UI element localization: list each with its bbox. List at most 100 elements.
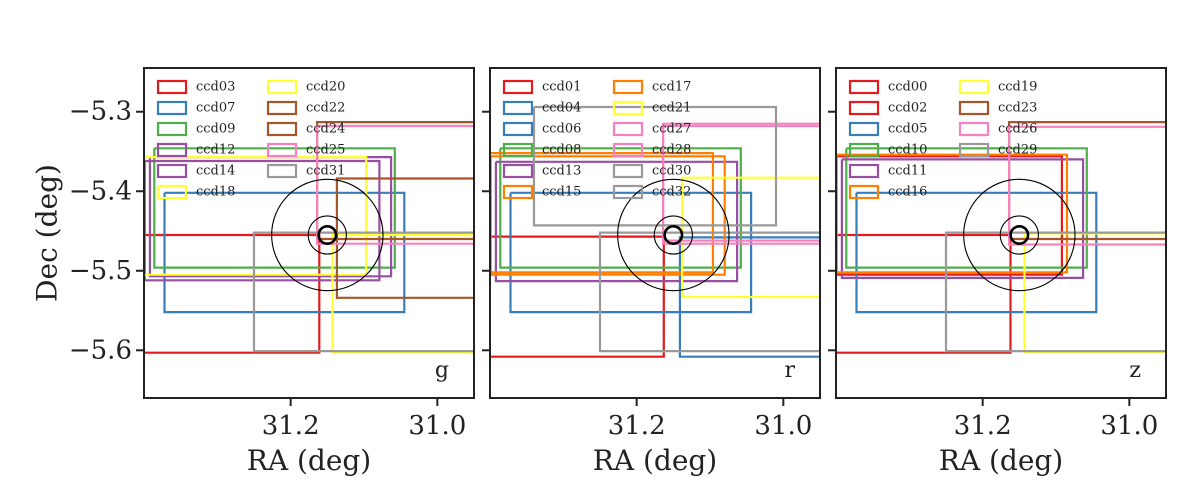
legend-label-ccd01: ccd01 <box>542 80 581 95</box>
legend-label-ccd04: ccd04 <box>542 101 581 116</box>
legend-swatch-ccd04 <box>502 100 534 116</box>
ccd-outline-ccd10 <box>845 147 1088 269</box>
legend-label-ccd05: ccd05 <box>888 122 927 137</box>
radius-circle-1 <box>963 178 1076 292</box>
ccd-outline-ccd20 <box>331 233 474 354</box>
ccd-outline-ccd09 <box>153 147 396 269</box>
legend-label-ccd06: ccd06 <box>542 122 581 137</box>
legend-swatch-ccd06 <box>502 121 534 137</box>
ccd-outline-ccd03 <box>144 233 321 354</box>
radius-circle-2 <box>653 215 693 255</box>
legend-label-ccd17: ccd17 <box>652 80 691 95</box>
legend-label-ccd03: ccd03 <box>196 80 235 95</box>
legend-label-ccd27: ccd27 <box>652 122 691 137</box>
ccd-outline-ccd24 <box>316 120 474 241</box>
legend-label-ccd02: ccd02 <box>888 101 927 116</box>
legend-swatch-ccd14 <box>156 163 188 179</box>
axes-frame-z <box>835 67 1167 399</box>
radius-circle-2 <box>999 215 1039 255</box>
legend-swatch-ccd23 <box>958 100 990 116</box>
axes-frame-g <box>143 67 475 399</box>
legend-label-ccd23: ccd23 <box>998 101 1037 116</box>
legend-swatch-ccd29 <box>958 142 990 158</box>
plot-area-g <box>144 120 474 354</box>
ccd-outline-ccd23 <box>1007 120 1166 241</box>
ccd-outline-ccd32 <box>532 105 778 227</box>
ccd-outline-ccd06 <box>509 191 753 314</box>
legend-swatch-ccd00 <box>848 79 880 95</box>
ccd-outline-ccd07 <box>163 191 406 314</box>
plot-area-r <box>490 105 820 358</box>
legend-swatch-ccd07 <box>156 100 188 116</box>
legend-label-ccd32: ccd32 <box>652 185 691 200</box>
radius-circle-3 <box>1009 224 1030 245</box>
legend-g: ccd03ccd07ccd09ccd12ccd14ccd18ccd20ccd22… <box>156 79 345 200</box>
legend-swatch-ccd20 <box>266 79 298 95</box>
legend-swatch-ccd08 <box>502 142 534 158</box>
y-tick-label: −5.5 <box>69 256 132 286</box>
legend-swatch-ccd02 <box>848 100 880 116</box>
legend-swatch-ccd32 <box>612 184 644 200</box>
legend-swatch-ccd15 <box>502 184 534 200</box>
ccd-outline-ccd19 <box>1023 232 1166 353</box>
legend-swatch-ccd27 <box>612 121 644 137</box>
y-tick-label: −5.3 <box>69 97 132 127</box>
ccd-outline-ccd11 <box>840 158 1085 279</box>
legend-swatch-ccd03 <box>156 79 188 95</box>
legend-swatch-ccd16 <box>848 184 880 200</box>
x-tick-label: 31.2 <box>262 411 320 441</box>
legend-label-ccd25: ccd25 <box>306 143 345 158</box>
legend-swatch-ccd05 <box>848 121 880 137</box>
x-tick-label: 31.2 <box>608 411 666 441</box>
legend-swatch-ccd28 <box>612 142 644 158</box>
radius-circle-2 <box>307 215 347 255</box>
legend-swatch-ccd30 <box>612 163 644 179</box>
ccd-outline-ccd29 <box>944 231 1166 353</box>
ccd-outline-ccd16 <box>836 153 1069 274</box>
legend-label-ccd20: ccd20 <box>306 80 345 95</box>
ccd-outline-ccd17 <box>490 152 715 274</box>
legend-swatch-ccd13 <box>502 163 534 179</box>
band-label-g: g <box>435 358 449 383</box>
radius-circle-1 <box>271 178 384 292</box>
x-tick-label: 31.0 <box>1100 411 1158 441</box>
legend-label-ccd21: ccd21 <box>652 101 691 116</box>
legend-swatch-ccd24 <box>266 121 298 137</box>
ccd-outline-ccd25 <box>316 124 474 245</box>
legend-label-ccd16: ccd16 <box>888 185 927 200</box>
ccd-outline-ccd13 <box>494 160 739 283</box>
legend-swatch-ccd10 <box>848 142 880 158</box>
legend-swatch-ccd25 <box>266 142 298 158</box>
legend-label-ccd29: ccd29 <box>998 143 1037 158</box>
legend-swatch-ccd26 <box>958 121 990 137</box>
legend-label-ccd15: ccd15 <box>542 185 581 200</box>
legend-label-ccd13: ccd13 <box>542 164 581 179</box>
legend-r: ccd01 ccd04 ccd06 ccd08 ccd13 ccd15 ccd17 ccd21… <box>502 80 691 200</box>
legend-label-ccd22: ccd22 <box>306 101 345 116</box>
x-axis-label: RA (deg) <box>593 444 717 477</box>
y-tick-label: −5.4 <box>69 176 132 206</box>
legend-label-ccd24: ccd24 <box>306 122 345 137</box>
legend-swatch-ccd09 <box>156 121 188 137</box>
ccd-outline-ccd00 <box>836 233 1012 354</box>
legend-label-ccd14: ccd14 <box>196 164 235 179</box>
legend-z: ccd00ccd02ccd05ccd10ccd11ccd16ccd19ccd23… <box>848 79 1037 200</box>
band-label-r: r <box>784 358 795 383</box>
legend-label-ccd11: ccd11 <box>888 164 927 179</box>
legend-label-ccd08: ccd08 <box>542 143 581 158</box>
x-axis-label: RA (deg) <box>939 444 1063 477</box>
x-tick-label: 31.0 <box>408 411 466 441</box>
legend-swatch-ccd19 <box>958 79 990 95</box>
legend-label-ccd19: ccd19 <box>998 80 1037 95</box>
legend-label-ccd28: ccd28 <box>652 143 691 158</box>
x-tick-label: 31.2 <box>954 411 1012 441</box>
legend-label-ccd07: ccd07 <box>196 101 235 116</box>
x-tick-label: 31.0 <box>754 411 812 441</box>
ccd-outline-ccd31 <box>252 231 474 353</box>
legend-label-ccd12: ccd12 <box>196 143 235 158</box>
x-axis-label: RA (deg) <box>247 444 371 477</box>
